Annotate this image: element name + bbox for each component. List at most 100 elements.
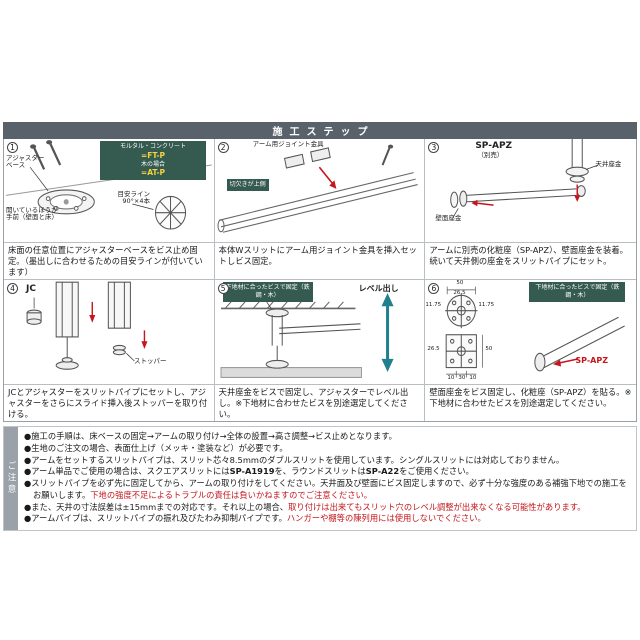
material-wood-label: 木の場合: [140, 160, 165, 168]
product-code: SP-A1919: [229, 466, 275, 477]
ceiling-washer-drawing: [565, 139, 590, 183]
step-3-illustration: SP-APZ （別売） 天井座金 壁面座金: [425, 139, 636, 242]
slit-pipe-drawing: [217, 172, 418, 233]
screw-fix-label: 下地材に合ったビスで固定（鉄鋼・木）: [222, 282, 313, 302]
step-5-panel: 5: [214, 280, 426, 421]
step-3-panel: 3: [425, 139, 636, 280]
notch-side-label: 切欠きが上側: [226, 179, 269, 191]
step-1-panel: 1: [4, 139, 215, 280]
adjuster-base-label: アジャスターベース: [6, 154, 45, 170]
step-1-caption: 床面の任意位置にアジャスターベースをビス止め固定。（墨出しに合わせるための目安ラ…: [4, 242, 214, 279]
slit-pipe-drawing: [55, 281, 131, 338]
adjuster-base-drawing: [37, 189, 95, 215]
step-6-drawing: [445, 286, 626, 378]
note-item: ●アーム単品でご使用の場合は、スクエアスリットにはSP-A1919を、ラウンドス…: [24, 466, 474, 477]
screw-fix-label: 下地材に合ったビスで固定（鉄鋼・木）: [529, 282, 626, 302]
floor-drawing: [220, 345, 362, 378]
warning-text: ハンガーや棚等の陳列用には使用しないでください。: [286, 513, 486, 524]
product-code: SP-A22: [365, 466, 400, 477]
step-5-number: 5: [217, 283, 229, 294]
dimension-label: 11.75: [425, 302, 442, 308]
dimension-label: 26.5: [453, 290, 466, 296]
step-3-drawing: [450, 139, 599, 218]
jc-part-drawing: [26, 309, 42, 325]
dimension-label: 11.75: [478, 302, 495, 308]
step-4-drawing: [26, 281, 148, 370]
joint-bracket-label: アーム用ジョイント金具: [252, 140, 324, 148]
step-2-illustration: アーム用ジョイント金具 切欠きが上側: [215, 139, 425, 242]
step-3-number: 3: [428, 142, 440, 153]
joint-bracket-drawing: [283, 147, 331, 169]
dimension-label: 50: [485, 346, 493, 352]
dimension-label: 30: [458, 375, 466, 381]
sp-apz-label: SP-APZ: [575, 356, 608, 365]
insert-arrow-icon: [318, 166, 337, 189]
material-wood-value: =AT-P: [140, 168, 166, 178]
wall-pipe-drawing: [534, 316, 626, 372]
step-4-illustration: JC ストッパー: [4, 280, 214, 384]
step-1-illustration: モルタル・コンクリート =FT-P 木の場合 =AT-P アジャスターベース 開…: [4, 139, 214, 242]
wall-washer-label: 壁面座金: [435, 214, 462, 222]
step-3-caption: アームに別売の化粧座（SP-APZ）、壁面座金を装着。続いて天井側の座金をスリッ…: [425, 242, 636, 279]
step-2-caption: 本体Wスリットにアーム用ジョイント金具を挿入セットしビス固定。: [214, 242, 425, 279]
warning-text: 取り付けは出来てもスリット穴のレベル調整が出来なくなる可能性があります。: [288, 501, 586, 512]
step-4-panel: 4: [4, 280, 215, 421]
step-4-caption: JCとアジャスターをスリットパイプにセットし、アジャスターをさらにスライド挿入後…: [4, 384, 214, 421]
fixing-type-label: モルタル・コンクリート =FT-P 木の場合 =AT-P: [100, 141, 206, 181]
notes-list: ●施工の手順は、床ベースの固定→アームの取り付け→全体の設置→高さ調整→ビス止め…: [18, 427, 636, 530]
instruction-panel: 施工ステップ 1: [3, 122, 637, 422]
step-5-drawing: [220, 293, 394, 378]
level-arrow-icon: [381, 293, 394, 372]
step-6-illustration: 50 26.5 11.75 11.75 50 26.5 10 30 10 下地材…: [425, 280, 636, 384]
note-item: ●スリットパイプを必ず先に固定してから、アームの取り付けをしてください。天井面及…: [24, 478, 627, 500]
adjuster-foot-drawing: [55, 336, 79, 370]
note-item: ●また、天井の寸法誤差は±15mmまでの対応です。それ以上の場合、取り付けは出来…: [24, 501, 586, 512]
stick-arrow-icon: [553, 358, 579, 367]
sp-apz-note: （別売）: [477, 151, 504, 159]
sp-apz-label: SP-APZ: [475, 141, 513, 151]
step-2-panel: 2: [214, 139, 426, 280]
notes-tab-label: ご注意: [4, 427, 18, 531]
step-6-caption: 壁面座金をビス固定し、化粧座（SP-APZ）を貼る。※下地材に合わせたビスを別途…: [425, 384, 636, 421]
step-1-drawing: [5, 140, 212, 230]
arm-rail-drawing: [278, 323, 361, 335]
warning-text: 下地の強度不足によるトラブルの責任は負いかねますのでご注意ください。: [90, 489, 373, 500]
step-6-number: 6: [428, 283, 440, 294]
step-4-number: 4: [7, 283, 18, 294]
stopper-label: ストッパー: [134, 357, 167, 365]
section-title-bar: 施工ステップ: [3, 122, 637, 139]
arm-drawing: [450, 185, 587, 208]
screw-icon: [381, 147, 391, 166]
material-concrete-label: モルタル・コンクリート: [119, 143, 186, 150]
ceiling-plate-drawing: [265, 308, 289, 346]
ceiling-washer-label: 天井座金: [595, 160, 622, 168]
step-1-number: 1: [7, 142, 18, 153]
step-5-caption: 天井座金をビスで固定し、アジャスターでレベル出し。※下地材に合わせたビスを別途選…: [214, 384, 425, 421]
dimension-label: 26.5: [427, 346, 440, 352]
step-2-drawing: [217, 144, 418, 233]
screw-icon: [33, 142, 62, 170]
note-item: ●アームパイプは、スリットパイプの振れ及びたわみ抑制パイプです。ハンガーや棚等の…: [24, 513, 486, 524]
section-title: 施工ステップ: [272, 127, 375, 138]
guide-line-diagram: [154, 195, 187, 230]
level-label: レベル出し: [358, 284, 399, 293]
orientation-label: 開いているほうが手前（壁面と床）: [6, 206, 58, 222]
note-item: ●生地のご注文の場合、表面仕上げ（メッキ・塗装など）が必要です。: [24, 442, 288, 453]
steps-grid: 1: [3, 139, 637, 422]
material-concrete-value: =FT-P: [140, 150, 166, 160]
note-item: ●施工の手順は、床ベースの固定→アームの取り付け→全体の設置→高さ調整→ビス止め…: [24, 431, 397, 441]
notes-section: ご注意 ●施工の手順は、床ベースの固定→アームの取り付け→全体の設置→高さ調整→…: [3, 426, 637, 532]
ceiling-drawing: [220, 301, 356, 310]
set-arrow-icon: [471, 184, 581, 207]
stopper-ring-drawing: [112, 344, 126, 356]
step-2-number: 2: [217, 142, 229, 153]
plate-dim-drawing: [445, 334, 484, 378]
note-item: ●アームをセットするスリットパイプは、スリット芯々8.5mmのダブルスリットを使…: [24, 454, 565, 465]
dimension-label: 10: [469, 375, 477, 381]
dimension-label: 50: [456, 280, 464, 286]
dimension-label: 10: [447, 375, 455, 381]
guide-line-label: 目安ライン 90°×4本: [117, 190, 151, 206]
down-arrow-icon: [89, 301, 148, 349]
flange-dim-drawing: [445, 286, 478, 329]
jc-label: JC: [26, 284, 36, 294]
